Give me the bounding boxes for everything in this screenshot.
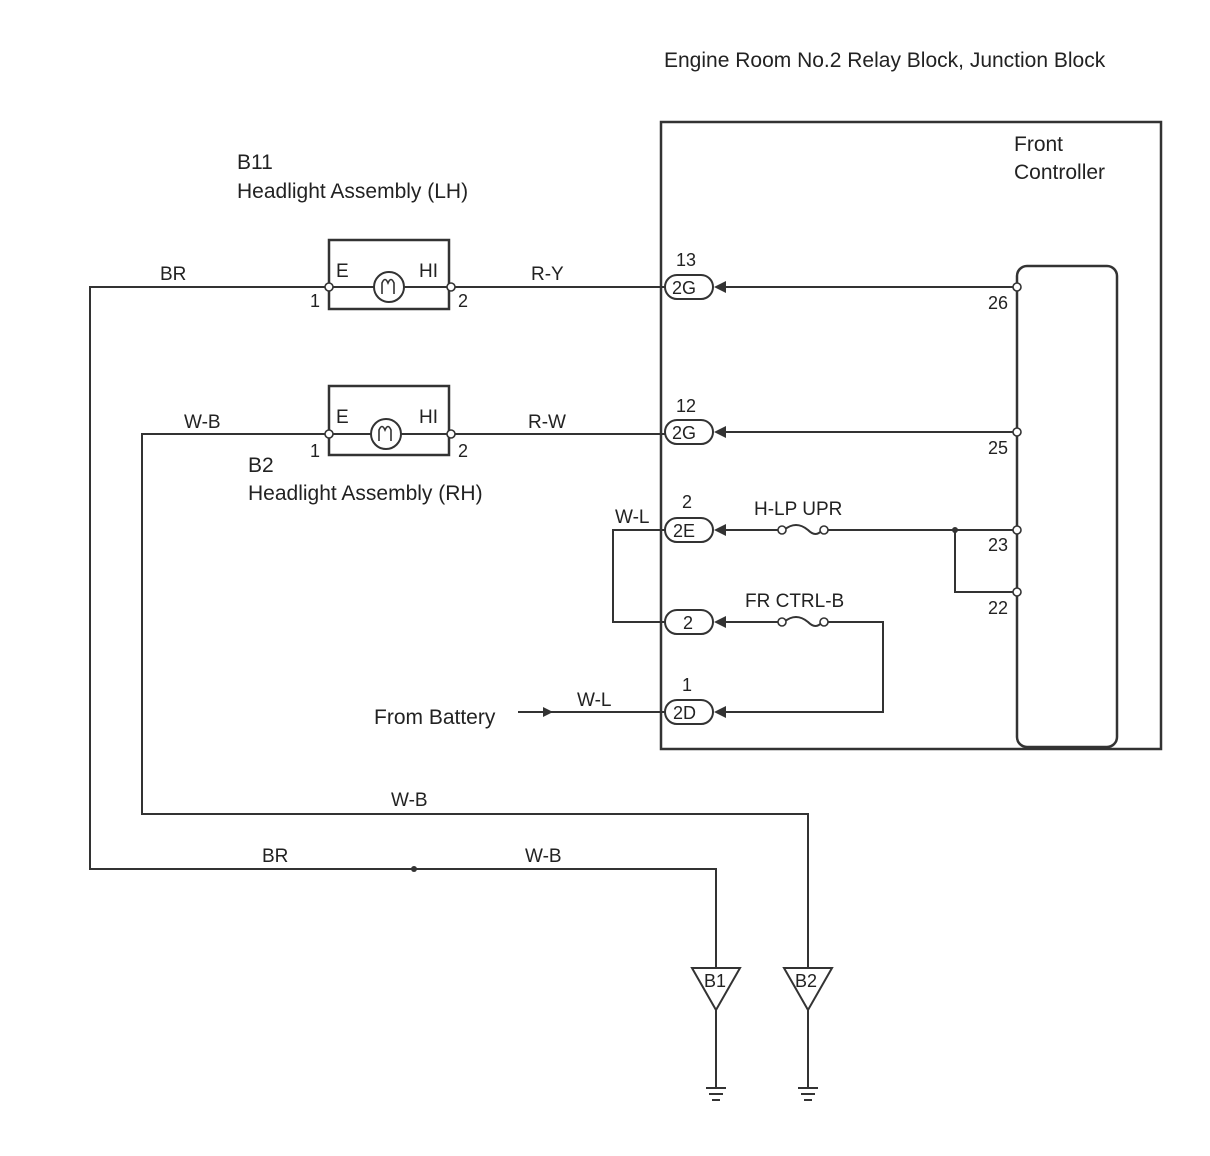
fuse-hlp-upr	[783, 524, 823, 535]
rh-term-hi: HI	[419, 407, 438, 428]
svg-text:2: 2	[682, 492, 692, 512]
rh-pin-1: 1	[310, 441, 320, 461]
controller-pin-22: 22	[988, 598, 1008, 618]
lh-lamp-icon	[331, 271, 449, 303]
relay-block-outline	[659, 120, 1163, 751]
wire-label-wb-mid: W-B	[391, 790, 428, 811]
splice-point-bottom	[411, 866, 417, 872]
fuse-label-hlp: H-LP UPR	[754, 499, 842, 520]
lh-pin-2-dot	[446, 282, 456, 292]
ground-b1: B1	[690, 967, 742, 1088]
svg-text:2E: 2E	[673, 521, 695, 541]
svg-text:B2: B2	[795, 971, 817, 991]
lh-term-hi: HI	[419, 261, 438, 282]
wire-label-rw: R-W	[528, 412, 566, 433]
ground-b2: B2	[782, 967, 834, 1088]
rh-pin-2-dot	[446, 429, 456, 439]
controller-pin-23: 23	[988, 535, 1008, 555]
rh-pin-1-dot	[324, 429, 334, 439]
svg-text:12: 12	[676, 396, 696, 416]
rh-headlight-code: B2	[248, 454, 274, 477]
fuse-fr-ctrl-b	[783, 616, 823, 627]
connector-2e-2: 2E 2	[664, 492, 726, 543]
ground-b1-icon	[706, 1087, 726, 1101]
wire-label-wb-bottom: W-B	[525, 846, 562, 867]
wire-label-ry: R-Y	[531, 264, 564, 285]
connector-2d-1: 2D 1	[664, 675, 726, 725]
controller-pin-25: 25	[988, 438, 1008, 458]
controller-pin-25-dot	[1012, 427, 1022, 437]
wire-label-wl-battery: W-L	[577, 690, 611, 711]
svg-text:2G: 2G	[672, 423, 696, 443]
internal-line-23-22	[954, 530, 1017, 593]
lh-headlight-body	[327, 238, 451, 311]
lh-headlight-code: B11	[237, 151, 273, 174]
wire-wb-rh-ground	[141, 433, 809, 968]
connector-2: 2	[664, 609, 726, 635]
fuse-hlp-left-dot	[777, 525, 787, 535]
front-controller-box	[1015, 264, 1119, 749]
rh-pin-2: 2	[458, 441, 468, 461]
rh-headlight-body	[327, 384, 451, 457]
svg-text:2: 2	[683, 613, 693, 633]
svg-text:2D: 2D	[673, 703, 696, 723]
internal-line-frctrl-right	[722, 621, 884, 713]
controller-pin-22-dot	[1012, 587, 1022, 597]
controller-pin-26-dot	[1012, 282, 1022, 292]
lh-term-e: E	[336, 261, 349, 282]
battery-label: From Battery	[374, 706, 496, 729]
fuse-label-frctrl: FR CTRL-B	[745, 591, 844, 612]
svg-text:1: 1	[682, 675, 692, 695]
fuse-frctrl-left-dot	[777, 617, 787, 627]
lh-pin-1-dot	[324, 282, 334, 292]
wire-br-lh-ground	[89, 286, 717, 968]
wire-label-br-bottom: BR	[262, 846, 288, 867]
lh-pin-1: 1	[310, 291, 320, 311]
wire-label-br-top: BR	[160, 264, 186, 285]
rh-term-e: E	[336, 407, 349, 428]
fuse-frctrl-right-dot	[819, 617, 829, 627]
rh-lamp-icon	[331, 418, 449, 450]
connector-2g-12: 2G 12	[664, 396, 726, 445]
block-title: Engine Room No.2 Relay Block, Junction B…	[664, 49, 1106, 72]
svg-text:2G: 2G	[672, 278, 696, 298]
lh-headlight-name: Headlight Assembly (LH)	[237, 180, 468, 203]
splice-point-23	[952, 527, 958, 533]
connector-2g-13: 2G 13	[664, 250, 726, 300]
wire-label-wb-top: W-B	[184, 412, 221, 433]
rh-headlight-name: Headlight Assembly (RH)	[248, 482, 483, 505]
controller-pin-26: 26	[988, 293, 1008, 313]
controller-pin-23-dot	[1012, 525, 1022, 535]
svg-text:13: 13	[676, 250, 696, 270]
lh-pin-2: 2	[458, 291, 468, 311]
fuse-hlp-right-dot	[819, 525, 829, 535]
ground-b2-icon	[798, 1087, 818, 1101]
controller-label-line1: Front	[1014, 133, 1063, 156]
wire-wl-loop	[612, 529, 665, 623]
wire-label-wl-loop: W-L	[615, 507, 649, 528]
controller-label-line2: Controller	[1014, 161, 1105, 184]
svg-text:B1: B1	[704, 971, 726, 991]
